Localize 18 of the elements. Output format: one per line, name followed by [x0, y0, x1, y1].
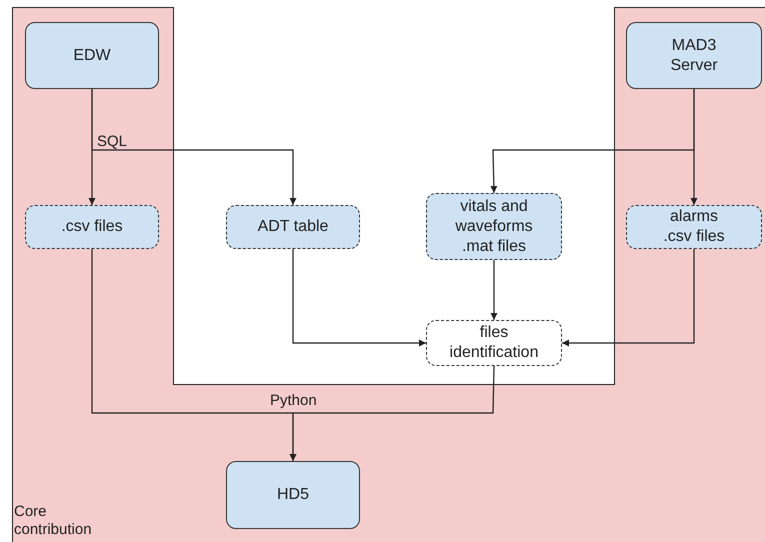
arrow [91, 89, 296, 205]
arrow [690, 89, 698, 205]
file-box: alarms .csv files [626, 205, 762, 249]
file-box: vitals and waveforms .mat files [426, 193, 562, 260]
shaded-region [12, 7, 765, 542]
server-box: MAD3 Server [626, 22, 762, 89]
region-label: Core contribution [14, 503, 93, 539]
arrow [292, 249, 426, 346]
file-box: .csv files [25, 205, 159, 249]
process-box: files identification [426, 320, 562, 366]
arrow [490, 260, 498, 320]
edge-label: Python [268, 392, 319, 409]
output-box: HD5 [226, 461, 360, 529]
edge-label: SQL [95, 133, 130, 150]
arrow [290, 366, 495, 461]
table-box: ADT table [226, 205, 360, 249]
source-box: EDW [25, 22, 159, 89]
arrow [562, 249, 695, 346]
